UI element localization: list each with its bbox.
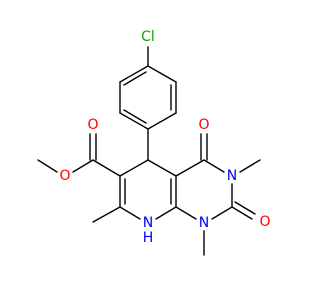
atom-cl: Cl xyxy=(141,29,155,45)
molecule-diagram: Cl O O O N O N N H xyxy=(37,29,271,256)
bond-c2-o-b xyxy=(234,201,256,215)
atom-o-ester: O xyxy=(59,168,70,184)
bond-c5-c6 xyxy=(119,159,149,177)
atom-o-c2: O xyxy=(259,214,270,230)
structure-canvas: Cl O O O N O N N H xyxy=(37,29,271,256)
atom-n3: N xyxy=(227,168,237,184)
atom-n8: N xyxy=(143,215,153,231)
bond-c4a-c5 xyxy=(147,159,177,177)
atom-o-ester-carbonyl: O xyxy=(87,117,98,133)
bond-phenyl-3-inner xyxy=(123,109,147,124)
bond-n1-c8a xyxy=(175,206,197,220)
bond-n3-methyl xyxy=(239,159,261,173)
atom-o-c4: O xyxy=(198,117,209,133)
bond-phenyl-3 xyxy=(119,112,149,130)
bond-c2-n1 xyxy=(211,206,233,220)
bond-c7-methyl xyxy=(92,206,121,223)
bond-c6-ester-c xyxy=(92,159,121,177)
bond-c4a-c4 xyxy=(175,159,205,177)
bonds xyxy=(37,46,261,256)
bond-c2-o-a xyxy=(231,206,253,220)
bond-phenyl-1-inner xyxy=(123,71,147,86)
bond-phenyl-4 xyxy=(147,112,177,130)
atom-labels: Cl O O O N O N N H xyxy=(59,29,270,246)
atom-h8: H xyxy=(143,230,154,246)
bond-phenyl-6 xyxy=(147,65,177,83)
bond-n8-c8a xyxy=(155,206,177,220)
bond-phenyl-1 xyxy=(119,65,149,83)
bond-c4-n3 xyxy=(203,159,225,173)
bond-c7-n8 xyxy=(119,206,141,220)
bond-ester-c-o-single xyxy=(72,159,94,173)
atom-n1: N xyxy=(199,215,209,231)
bond-o-methyl xyxy=(37,159,58,173)
